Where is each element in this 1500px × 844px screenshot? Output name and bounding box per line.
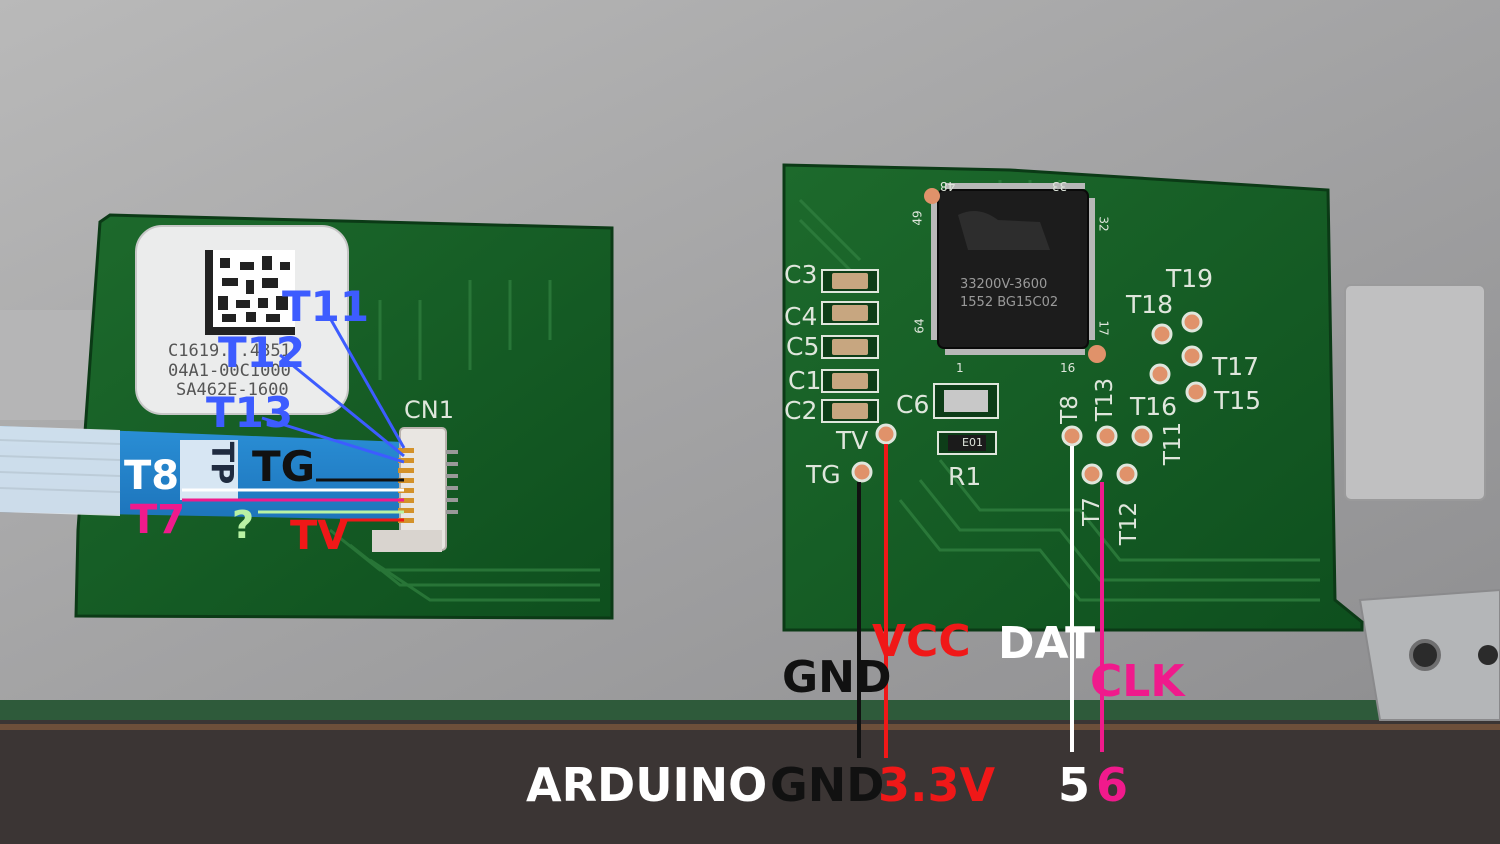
silk-t18: T18 xyxy=(1126,290,1174,319)
arduino-pin-5: 5 xyxy=(1058,758,1091,812)
cable-text: TP xyxy=(204,441,240,485)
chassis-edge xyxy=(0,700,1500,720)
arduino-3v3: 3.3V xyxy=(878,758,996,812)
silk-c5: C5 xyxy=(786,332,820,361)
chip-pin-1: 1 xyxy=(956,361,964,375)
sticker-line-2: 04A1-00C1000 xyxy=(168,361,291,381)
chip-pin-17: 17 xyxy=(1096,320,1111,336)
silk-r1-code: E01 xyxy=(962,436,983,449)
label-t8: T8 xyxy=(124,453,180,499)
chip-text-line-2: 1552 BG15C02 xyxy=(960,295,1059,310)
label-t12: T12 xyxy=(218,328,306,377)
line-t12 xyxy=(279,353,405,458)
silk-t17: T17 xyxy=(1212,352,1260,381)
arduino-pin-6: 6 xyxy=(1096,758,1129,812)
label-unknown: ? xyxy=(232,503,255,547)
signal-vcc: VCC xyxy=(872,616,971,667)
silk-t16: T16 xyxy=(1130,392,1178,421)
chip-pin-49: 49 xyxy=(910,210,925,226)
chip-pin-33: 33 xyxy=(1052,179,1068,193)
sticker-line-1: C1619...4851 xyxy=(168,341,291,361)
chip-pin-48: 48 xyxy=(940,179,956,193)
chip-text-line-1: 33200V-3600 xyxy=(960,277,1048,292)
line-t13 xyxy=(261,416,405,464)
left-annotation-lines xyxy=(182,317,406,522)
label-t7: T7 xyxy=(130,497,186,543)
label-tv: TV xyxy=(290,513,349,559)
test-pads xyxy=(851,188,1207,485)
datamatrix-code xyxy=(205,250,295,335)
touchpad-controller-ic xyxy=(937,189,1089,349)
right-annotation-lines xyxy=(857,444,1104,758)
silk-cn1: CN1 xyxy=(404,396,454,424)
silk-c1: C1 xyxy=(788,366,822,395)
silk-t19: T19 xyxy=(1166,264,1214,293)
signal-clk: CLK xyxy=(1090,656,1185,707)
silk-t13: T13 xyxy=(1092,377,1119,422)
signal-dat: DAT xyxy=(998,618,1096,669)
line-t11 xyxy=(328,317,406,449)
table-surface xyxy=(0,720,1500,844)
chip-pin-32: 32 xyxy=(1096,216,1111,232)
capacitor-array xyxy=(821,269,879,423)
sticker-line-3: SA462E-1600 xyxy=(176,380,289,400)
chip-pin-64: 64 xyxy=(912,318,927,334)
silk-c6: C6 xyxy=(896,390,930,419)
signal-gnd: GND xyxy=(782,652,892,703)
silk-c4: C4 xyxy=(784,302,818,331)
label-tg: TG xyxy=(252,442,316,491)
silk-t8: T8 xyxy=(1056,395,1083,424)
silk-tv: TV xyxy=(836,426,869,455)
silk-t15: T15 xyxy=(1214,386,1262,415)
chip-pin-16: 16 xyxy=(1060,361,1076,375)
silk-t7: T7 xyxy=(1078,497,1105,526)
label-t13: T13 xyxy=(206,388,294,437)
silk-c2: C2 xyxy=(784,396,818,425)
silk-t12: T12 xyxy=(1116,501,1143,546)
right-pcb xyxy=(782,163,1364,632)
arduino-title: ARDUINO xyxy=(526,758,768,812)
silk-r1: R1 xyxy=(948,462,982,491)
silk-c3: C3 xyxy=(784,260,818,289)
label-t11: T11 xyxy=(282,282,370,331)
silk-t11: T11 xyxy=(1160,421,1187,466)
silk-tg: TG xyxy=(806,460,841,489)
arduino-gnd: GND xyxy=(770,758,885,812)
